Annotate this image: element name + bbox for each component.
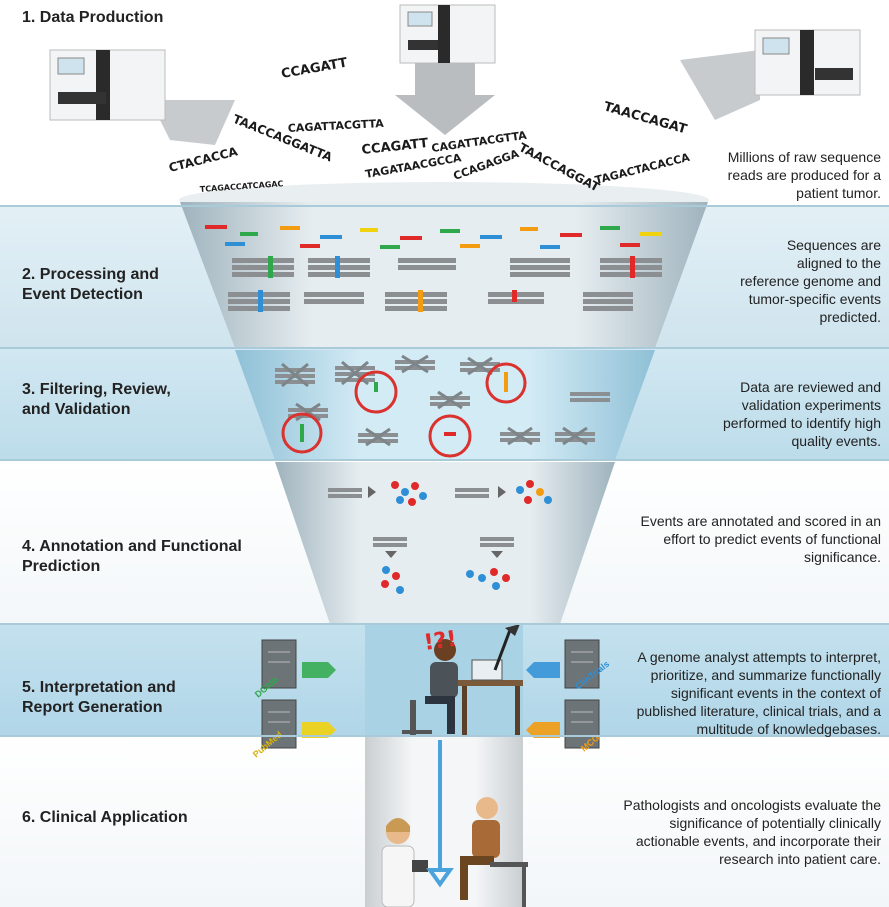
server-clintrials	[526, 639, 600, 689]
funnel-stage-2	[180, 202, 708, 348]
stage-title-data-production: 1. Data Production	[22, 9, 164, 26]
stage-description-data-production: Millions of raw sequence reads are produ…	[727, 149, 881, 201]
stage-title-clinical: 6. Clinical Application	[22, 809, 188, 826]
analyst-figure	[402, 624, 523, 736]
divider	[0, 735, 889, 737]
sequence-read: CCAGATT	[280, 56, 349, 82]
server-pubmed	[261, 699, 336, 749]
stage-title-filtering: 3. Filtering, Review, and Validation	[22, 381, 171, 418]
divider	[0, 205, 889, 207]
divider	[0, 623, 889, 625]
stage-description-interpretation: A genome analyst attempts to interpret, …	[636, 649, 881, 737]
stage-description-filtering: Data are reviewed and validation experim…	[723, 379, 881, 449]
sequencer-right	[680, 29, 861, 120]
stage-description-annotation: Events are annotated and scored in an ef…	[640, 513, 881, 565]
sequence-read: TAGACTACACCA	[594, 151, 692, 187]
stage-description-clinical: Pathologists and oncologists evaluate th…	[623, 797, 881, 867]
sequence-read: CTACACCA	[167, 144, 239, 175]
annotation-group	[328, 480, 552, 594]
sequence-read: TAACCAGAT	[602, 99, 689, 137]
server-mcg	[526, 699, 600, 749]
sequence-read: CCAGAGGA	[452, 147, 522, 183]
server-dgidb	[261, 639, 336, 689]
sequence-read: CCAGATT	[361, 136, 429, 158]
patient-figure	[460, 797, 528, 907]
exclamation-mark: !?!	[422, 627, 458, 656]
sequencer-center	[395, 4, 496, 135]
stage-description-processing: Sequences are aligned to the reference g…	[740, 237, 881, 325]
stage-title-processing: 2. Processing and Event Detection	[22, 266, 159, 303]
sequencer-left	[49, 49, 235, 145]
stage-title-interpretation: 5. Interpretation and Report Generation	[22, 679, 176, 716]
sequence-read: CAGATTACGTTA	[287, 117, 384, 135]
colored-read-fragments	[205, 225, 662, 249]
stage-title-annotation: 4. Annotation and Functional Prediction	[22, 538, 242, 575]
divider	[0, 459, 889, 461]
filtered-reads-group	[275, 354, 610, 458]
doctor-figure	[381, 818, 428, 907]
aligned-reads-group	[228, 256, 662, 312]
divider	[0, 347, 889, 349]
funnel-stage-4	[275, 462, 615, 624]
flow-arrow	[426, 740, 454, 888]
